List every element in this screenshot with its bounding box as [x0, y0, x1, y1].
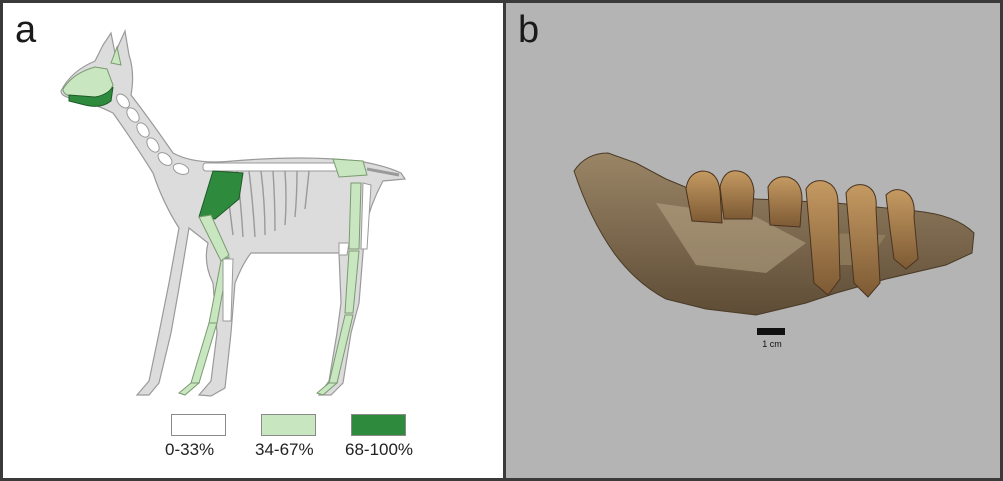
panel-a: a 0-33% 34-67% 68-100%: [0, 0, 506, 481]
legend-item-mid: 34-67%: [255, 414, 345, 474]
panel-b: b: [503, 0, 1003, 481]
legend-item-low: 0-33%: [165, 414, 255, 474]
panel-label-a: a: [15, 11, 36, 49]
legend-item-high: 68-100%: [345, 414, 435, 474]
legend-swatch-high: [351, 414, 406, 436]
pelvis: [333, 159, 367, 177]
fossil-mandible-photo: [506, 3, 1000, 478]
legend: 0-33% 34-67% 68-100%: [165, 414, 435, 474]
legend-label-high: 68-100%: [345, 440, 413, 460]
llama-skeleton-diagram: [3, 3, 503, 478]
panel-label-b: b: [518, 11, 539, 49]
forelimb-secondary: [223, 259, 233, 321]
legend-label-mid: 34-67%: [255, 440, 314, 460]
scale-bar-label: 1 cm: [757, 339, 787, 349]
scale-bar: [757, 328, 785, 335]
legend-swatch-mid: [261, 414, 316, 436]
legend-label-low: 0-33%: [165, 440, 214, 460]
legend-swatch-low: [171, 414, 226, 436]
thoracic-spine: [203, 163, 343, 171]
